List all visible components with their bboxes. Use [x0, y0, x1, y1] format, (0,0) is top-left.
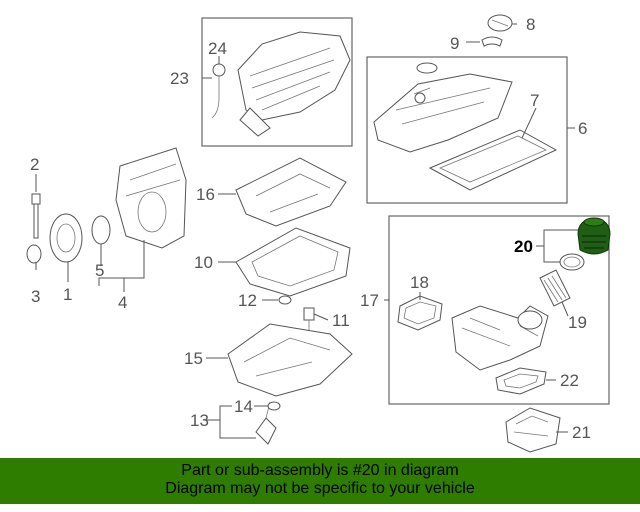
callout-24: 24 — [208, 39, 227, 58]
callout-11: 11 — [332, 311, 350, 330]
callout-16: 16 — [196, 185, 215, 204]
oil-pan-upper-part[interactable] — [235, 157, 347, 227]
callout-20: 20 — [514, 237, 533, 256]
callout-18: 18 — [410, 273, 429, 292]
oil-filter-housing-part[interactable] — [451, 305, 549, 371]
washer-part-3[interactable] — [26, 244, 42, 264]
valve-cover-group-box — [366, 56, 568, 204]
oil-filter-element-part[interactable] — [539, 269, 571, 307]
oil-pan-part[interactable] — [235, 227, 351, 297]
banner-line-1: Part or sub-assembly is #20 in diagram — [181, 462, 459, 479]
callout-10: 10 — [194, 253, 213, 272]
callout-14: 14 — [234, 397, 253, 416]
oil-cooler-part[interactable] — [505, 407, 561, 453]
callout-12: 12 — [238, 291, 257, 310]
o-ring-part-24[interactable] — [211, 63, 226, 119]
intake-manifold-group-box — [201, 17, 353, 147]
front-seal-part[interactable] — [91, 215, 111, 245]
callout-2: 2 — [30, 155, 39, 174]
seal-part-9[interactable] — [481, 36, 503, 47]
callout-21: 21 — [572, 423, 591, 442]
leader-lines — [35, 23, 578, 439]
callout-15: 15 — [184, 349, 203, 368]
callout-7: 7 — [530, 91, 539, 110]
crank-pulley-part[interactable] — [49, 213, 83, 263]
callout-13: 13 — [190, 411, 209, 430]
parts-diagram: 23 24 8 9 6 7 2 1 3 5 4 16 10 12 11 15 1… — [26, 14, 611, 453]
callout-5: 5 — [95, 261, 104, 280]
callout-1: 1 — [63, 285, 72, 304]
oil-filter-cap-o-ring-inner — [563, 256, 581, 268]
drain-plug-part[interactable] — [303, 307, 315, 330]
callout-4: 4 — [118, 293, 127, 312]
callout-23: 23 — [170, 69, 189, 88]
valve-cover-part[interactable] — [373, 62, 513, 153]
callout-17: 17 — [360, 291, 379, 310]
callout-22: 22 — [560, 371, 579, 390]
oil-filter-housing-group-box — [388, 215, 610, 405]
oil-filter-cap-part-20[interactable] — [577, 217, 611, 255]
intake-manifold-part[interactable] — [237, 31, 351, 137]
sensor-seal-part[interactable] — [267, 401, 281, 411]
callout-9: 9 — [450, 34, 459, 53]
crank-bolt-part[interactable] — [31, 193, 41, 239]
housing-gasket-part-22[interactable] — [495, 367, 547, 395]
oil-filler-cap-part[interactable] — [487, 14, 513, 32]
banner-line-2: Diagram may not be specific to your vehi… — [165, 480, 475, 497]
callout-19: 19 — [568, 313, 587, 332]
oil-pan-lower-part[interactable] — [227, 323, 353, 397]
valve-cover-gasket-part[interactable] — [428, 129, 558, 191]
filter-housing-gasket-part[interactable] — [397, 295, 443, 331]
info-banner: Part or sub-assembly is #20 in diagram D… — [0, 458, 640, 504]
timing-cover-part[interactable] — [115, 147, 187, 249]
callout-6: 6 — [578, 119, 587, 138]
drain-plug-washer-part[interactable] — [278, 295, 292, 305]
callout-8: 8 — [526, 15, 535, 34]
callout-3: 3 — [31, 287, 40, 306]
